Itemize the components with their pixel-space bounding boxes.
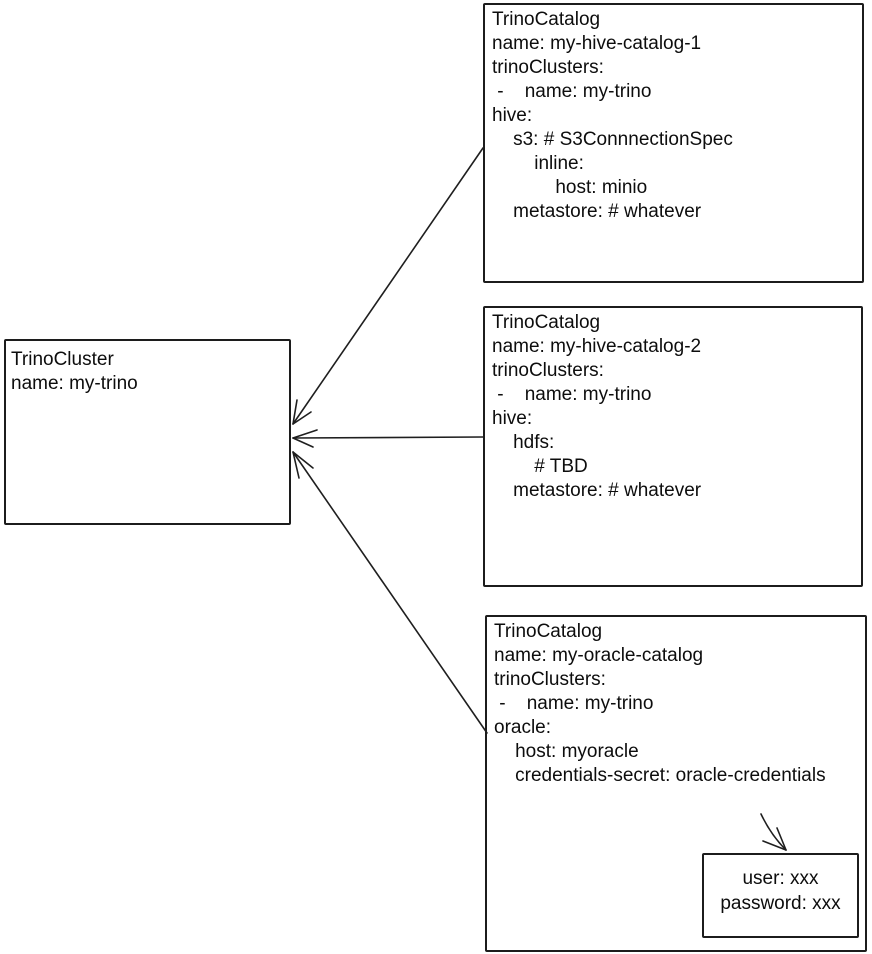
node-trino-cluster: TrinoCluster name: my-trino — [4, 339, 291, 525]
arrowhead-catalog2-cluster-icon — [292, 429, 318, 448]
yaml-line: hive: — [492, 105, 533, 126]
yaml-line: name: my-trino — [11, 373, 138, 394]
arrowhead-catalog1-cluster-icon — [292, 399, 312, 425]
connector-catalog3-cluster — [292, 451, 488, 734]
yaml-line: oracle: — [494, 717, 552, 738]
yaml-line: password: xxx — [720, 893, 841, 914]
yaml-line: trinoClusters: — [494, 669, 606, 690]
yaml-line: metastore: # whatever — [492, 201, 702, 222]
yaml-line: - name: my-trino — [492, 81, 652, 102]
yaml-line: name: my-oracle-catalog — [494, 645, 704, 666]
yaml-line: trinoClusters: — [492, 360, 604, 381]
arrowhead-catalog3-cluster-icon — [292, 451, 314, 479]
yaml-line: hdfs: — [492, 432, 555, 453]
yaml-line: TrinoCatalog — [492, 9, 601, 30]
yaml-line: hive: — [492, 408, 533, 429]
node-credentials-secret: user: xxx password: xxx — [702, 853, 859, 938]
yaml-line: name: my-hive-catalog-1 — [492, 33, 702, 54]
yaml-line: trinoClusters: — [492, 57, 604, 78]
yaml-line: inline: — [492, 153, 584, 174]
yaml-line: TrinoCluster — [11, 349, 114, 370]
yaml-line: host: myoracle — [494, 741, 639, 762]
connector-catalog2-cluster — [292, 436, 484, 439]
yaml-line: user: xxx — [742, 868, 819, 889]
node-trino-catalog-oracle: TrinoCatalog name: my-oracle-catalog trino… — [485, 615, 867, 952]
yaml-line: TrinoCatalog — [492, 312, 601, 333]
connector-catalog1-cluster — [292, 147, 484, 425]
yaml-line: s3: # S3ConnnectionSpec — [492, 129, 733, 150]
yaml-line: TrinoCatalog — [494, 621, 603, 642]
yaml-line: # TBD — [492, 456, 588, 477]
yaml-line: - name: my-trino — [492, 384, 652, 405]
yaml-line: credentials-secret: oracle-credentials — [494, 765, 826, 786]
yaml-line: host: minio — [492, 177, 648, 198]
yaml-line: - name: my-trino — [494, 693, 654, 714]
node-trino-catalog-hive-1: TrinoCatalog name: my-hive-catalog-1 trino… — [483, 3, 864, 283]
node-trino-catalog-hive-2: TrinoCatalog name: my-hive-catalog-2 trino… — [483, 306, 863, 587]
yaml-line: name: my-hive-catalog-2 — [492, 336, 702, 357]
yaml-line: metastore: # whatever — [492, 480, 702, 501]
